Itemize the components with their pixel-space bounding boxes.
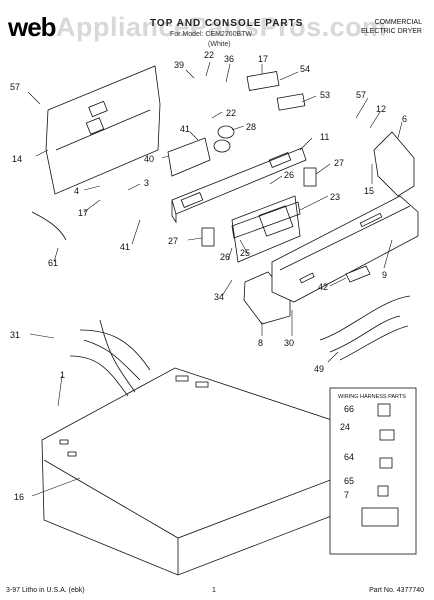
callout-11: 11 [320,132,329,142]
callout-23: 23 [330,192,340,202]
callout-34: 34 [214,292,224,302]
wire-harness-31 [69,319,151,397]
timer-bracket [167,137,211,177]
control-panel [231,201,301,239]
callout-41b: 41 [120,242,130,252]
callout-6: 6 [402,114,407,124]
console-endcap-right [373,131,415,197]
callout-26: 26 [284,170,294,180]
callout-65: 65 [344,476,354,486]
callout-36: 36 [224,54,234,64]
footer-litho: 3-97 Litho in U.S.A. (ebk) [6,587,85,594]
callout-66: 66 [344,404,354,414]
callout-14: 14 [12,154,22,164]
callout-17b: 17 [78,208,88,218]
callout-27b: 27 [168,236,178,246]
product-type: COMMERCIAL ELECTRIC DRYER [361,18,422,36]
cord-61 [31,211,67,241]
callout-17: 17 [258,54,268,64]
callout-22b: 22 [226,108,236,118]
footer-page-number: 1 [212,587,216,594]
footer-part-number: Part No. 4377740 [369,587,424,594]
callout-7: 7 [344,490,349,500]
callout-61: 61 [48,258,58,268]
callout-22: 22 [204,50,214,60]
brand-logo: web [8,12,57,42]
callout-25: 25 [240,248,250,258]
callout-26b: 26 [220,252,230,262]
callout-39: 39 [174,60,184,70]
callout-42: 42 [318,282,328,292]
callout-41: 41 [180,124,190,134]
callout-64: 64 [344,452,354,462]
harness-parts-box [329,387,417,555]
callout-54: 54 [300,64,310,74]
page-header: AppliancePartsPros.com web TOP AND CONSO… [0,6,434,52]
callout-40: 40 [144,154,154,164]
console-back-panel [271,195,419,303]
page-title: TOP AND CONSOLE PARTS [150,18,304,29]
product-type-line2: ELECTRIC DRYER [361,28,422,35]
callout-57: 57 [10,82,20,92]
product-type-line1: COMMERCIAL [374,19,422,26]
callout-3: 3 [144,178,149,188]
callout-57b: 57 [356,90,366,100]
callout-8: 8 [258,338,263,348]
console-frame [171,147,307,215]
callout-1: 1 [60,370,65,380]
callout-15: 15 [364,186,374,196]
callout-16: 16 [14,492,24,502]
callout-27: 27 [334,158,344,168]
watermark-text: AppliancePartsPros.com [56,12,387,42]
harness-box-title: WIRING HARNESS PARTS [338,394,406,400]
wire-harness-49 [319,295,411,361]
callout-31: 31 [10,330,20,340]
callout-30: 30 [284,338,294,348]
color-code-line: (White) [208,41,231,48]
model-line: For Model: CEM2760BTW [170,31,253,38]
callout-28: 28 [246,122,256,132]
callout-49: 49 [314,364,324,374]
callout-24: 24 [340,422,350,432]
callout-4: 4 [74,186,79,196]
console-overlay [231,195,301,263]
callout-9: 9 [382,270,387,280]
callout-53: 53 [320,90,330,100]
callout-12: 12 [376,104,386,114]
